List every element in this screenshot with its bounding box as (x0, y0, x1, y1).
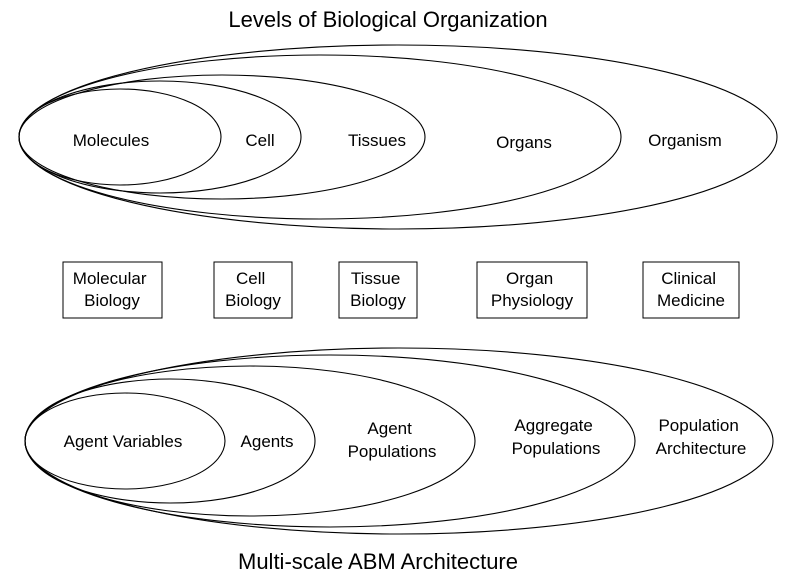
discipline-box-tissue-biology (338, 261, 418, 319)
top-title: Levels of Biological Organization (228, 7, 547, 32)
discipline-label-molecular-biology: Molecular Biology (73, 269, 151, 310)
discipline-label-organ-physiology: Organ Physiology (491, 269, 574, 310)
level-label-cell-line: Cell (245, 131, 274, 150)
discipline-label-line: Biology (84, 291, 140, 310)
discipline-label-clinical-medicine: Clinical Medicine (657, 269, 725, 310)
discipline-label-line: Physiology (491, 291, 574, 310)
discipline-label-line: Medicine (657, 291, 725, 310)
level-label-cell: Cell (245, 131, 274, 150)
discipline-box-organ-physiology (476, 261, 588, 319)
discipline-box-clinical-medicine (642, 261, 740, 319)
level-label-molecules: Molecules (73, 131, 150, 150)
discipline-label-line: Clinical (661, 269, 716, 288)
abm-label-agents: Agents (241, 432, 294, 451)
abm-label-line: Populations (512, 439, 601, 458)
molecules-oval (18, 88, 222, 186)
discipline-label-line: Molecular (73, 269, 147, 288)
discipline-label-line: Cell (236, 269, 265, 288)
abm-label-population-architecture: Population Architecture (656, 416, 747, 458)
level-label-molecules-line: Molecules (73, 131, 150, 150)
abm-label-line: Aggregate (514, 416, 592, 435)
agent-variables-oval (24, 392, 226, 490)
abm-levels-labels: Agent Variables Agents Agent Populations… (64, 416, 747, 461)
level-label-organism: Organism (648, 131, 722, 150)
abm-label-line: Agents (241, 432, 294, 451)
abm-levels-ovals (24, 347, 774, 535)
discipline-box-cell-biology (213, 261, 293, 319)
discipline-label-line: Organ (506, 269, 553, 288)
abm-label-line: Populations (348, 442, 437, 461)
discipline-label-line: Tissue (351, 269, 400, 288)
abm-label-agent-variables: Agent Variables (64, 432, 183, 451)
abm-label-line: Agent Variables (64, 432, 183, 451)
biological-levels-labels: Molecules Cell Tissues Organs Organism (73, 131, 722, 152)
level-label-tissues-line: Tissues (348, 131, 406, 150)
discipline-boxes: Molecular Biology Cell Biology Tissue Bi… (62, 261, 740, 319)
bottom-title: Multi-scale ABM Architecture (238, 549, 518, 574)
abm-label-aggregate-populations: Aggregate Populations (512, 416, 601, 458)
level-label-organism-line: Organism (648, 131, 722, 150)
discipline-label-line: Biology (350, 291, 406, 310)
abm-label-line: Architecture (656, 439, 747, 458)
level-label-organs-line: Organs (496, 133, 552, 152)
discipline-box-molecular-biology (62, 261, 163, 319)
biological-levels-ovals (18, 44, 778, 230)
abm-label-line: Agent (367, 419, 412, 438)
abm-label-line: Population (658, 416, 738, 435)
discipline-label-tissue-biology: Tissue Biology (350, 269, 406, 310)
discipline-label-cell-biology: Cell Biology (225, 269, 281, 310)
level-label-tissues: Tissues (348, 131, 406, 150)
discipline-label-line: Biology (225, 291, 281, 310)
level-label-organs: Organs (496, 133, 552, 152)
abm-label-agent-populations: Agent Populations (348, 419, 437, 461)
